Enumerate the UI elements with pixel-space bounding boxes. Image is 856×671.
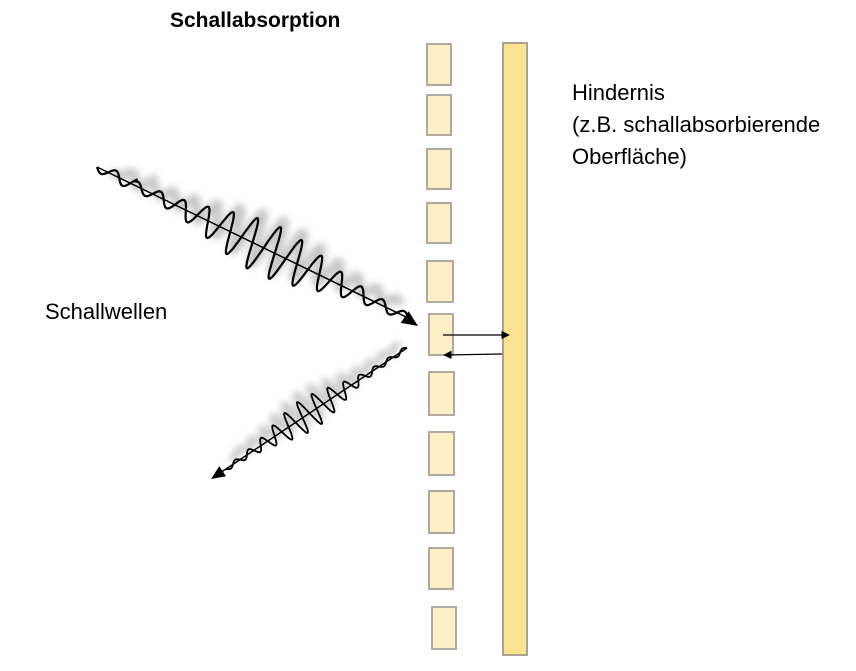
reflected-wave-axis xyxy=(219,347,408,474)
arrow-head-icon xyxy=(400,311,418,326)
obstacle-label-line-1: Hindernis xyxy=(572,80,665,105)
absorber-block xyxy=(428,371,455,416)
absorber-block xyxy=(428,547,454,590)
absorber-block xyxy=(426,148,452,190)
absorber-block xyxy=(428,490,455,534)
reflected-sound-wave xyxy=(211,341,408,479)
arrow-head-icon xyxy=(211,466,226,479)
obstacle-label-line-2: (z.B. schallabsorbierende xyxy=(572,112,821,137)
absorber-blocks xyxy=(426,43,457,650)
reflection-arrow xyxy=(443,350,503,360)
absorber-block xyxy=(431,606,457,650)
absorber-block xyxy=(426,43,452,86)
sound-waves-label: Schallwellen xyxy=(45,299,168,324)
diagram-title: Schallabsorption xyxy=(170,9,341,32)
incident-wave-oscillation xyxy=(95,166,410,319)
obstacle-wall xyxy=(502,42,528,656)
reflected-wave-oscillation xyxy=(226,347,407,471)
absorber-block xyxy=(426,94,452,136)
absorber-block xyxy=(428,431,455,476)
reflected-wave-shadow xyxy=(229,341,401,462)
absorber-block xyxy=(426,202,452,244)
incident-wave-shadow xyxy=(110,168,405,307)
obstacle-label-line-3: Oberfläche) xyxy=(572,144,687,169)
absorber-block xyxy=(426,260,454,303)
obstacle-label: Hindernis (z.B. schallabsorbierende Ober… xyxy=(572,77,820,173)
incident-sound-wave xyxy=(95,166,418,326)
